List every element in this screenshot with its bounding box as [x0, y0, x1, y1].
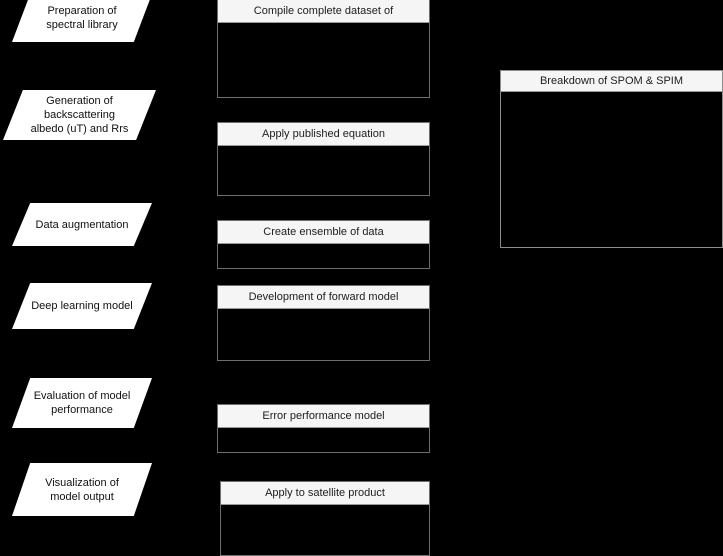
process-box-header: Apply published equation — [218, 123, 429, 146]
side-panel-body — [501, 92, 722, 247]
process-box-error-performance-model[interactable]: Error performance model — [217, 404, 430, 453]
stage-evaluation-of-model-performance[interactable]: Evaluation of model performance — [12, 378, 152, 428]
process-box-compile-complete-dataset[interactable]: Compile complete dataset of — [217, 0, 430, 98]
stage-label: Preparation of spectral library — [46, 5, 118, 31]
process-box-header: Create ensemble of data — [218, 221, 429, 244]
process-box-apply-to-satellite-product[interactable]: Apply to satellite product — [220, 481, 430, 556]
process-box-body — [218, 146, 429, 195]
process-box-body — [221, 505, 429, 555]
stage-generation-of-backscattering[interactable]: Generation of backscattering albedo (uT)… — [3, 90, 156, 140]
process-box-header: Apply to satellite product — [221, 482, 429, 505]
process-box-header: Development of forward model — [218, 286, 429, 309]
stage-label: Deep learning model — [31, 300, 133, 312]
process-box-header: Compile complete dataset of — [218, 0, 429, 23]
process-box-create-ensemble-of-data[interactable]: Create ensemble of data — [217, 220, 430, 269]
stage-label: Data augmentation — [35, 218, 129, 231]
process-box-header: Error performance model — [218, 405, 429, 428]
process-box-apply-published-equation[interactable]: Apply published equation — [217, 122, 430, 196]
stage-data-augmentation[interactable]: Data augmentation — [12, 203, 152, 246]
stage-label: Visualization of model output — [45, 476, 119, 503]
stage-preparation-of-spectral-library[interactable]: Preparation of spectral library — [12, 0, 152, 42]
stage-deep-learning-model[interactable]: Deep learning model — [12, 283, 152, 329]
side-panel-header: Breakdown of SPOM & SPIM — [501, 71, 722, 92]
process-box-body — [218, 428, 429, 452]
process-box-body — [218, 244, 429, 268]
process-box-development-of-forward-model[interactable]: Development of forward model — [217, 285, 430, 361]
stage-label: Generation of backscattering albedo (uT)… — [30, 95, 129, 135]
process-box-body — [218, 309, 429, 360]
process-box-body — [218, 23, 429, 97]
stage-visualization-of-model-output[interactable]: Visualization of model output — [12, 463, 152, 516]
stage-label: Evaluation of model performance — [33, 390, 131, 416]
side-panel-breakdown-of-spom-spim[interactable]: Breakdown of SPOM & SPIM — [500, 70, 723, 248]
